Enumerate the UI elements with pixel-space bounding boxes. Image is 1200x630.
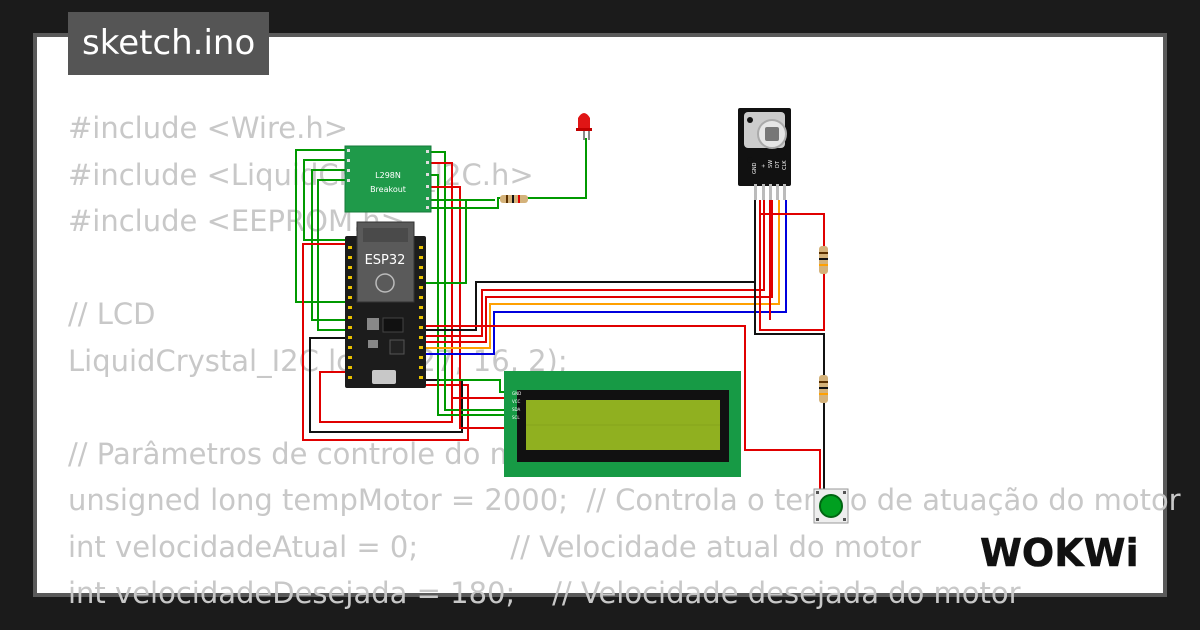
code-line: unsigned long tempMotor = 2000; // Contr… (68, 483, 1181, 517)
code-line: // LCD (68, 297, 156, 331)
rotary-encoder: GND + SW DT CLK (738, 108, 791, 200)
code-background: #include <Wire.h>#include <LiquidCrystal… (68, 105, 1181, 617)
code-line: int velocidadeAtual = 0; // Velocidade a… (68, 529, 921, 564)
preview-panel: #include <Wire.h>#include <LiquidCrystal… (37, 37, 1181, 610)
driver-label-line1: L298N (375, 171, 401, 180)
code-line: int velocidadeDesejada = 180; // Velocid… (68, 576, 1021, 610)
wokwi-logo: WOKWi (980, 531, 1139, 576)
wokwi-logo-text: WOKWi (980, 531, 1139, 575)
resistor (500, 195, 528, 203)
encoder-pin-gnd: GND (752, 162, 758, 174)
sketch-filename-tab: sketch.ino (68, 12, 270, 75)
esp32-board: ESP32 (345, 221, 426, 388)
usb-port (372, 370, 396, 384)
encoder-pin-clk: CLK (782, 160, 788, 170)
lcd-pin-sda: SDA (512, 407, 521, 412)
wires (295, 138, 825, 500)
encoder-pin-vcc: + (761, 164, 767, 168)
code-line: #include <Wire.h> (68, 111, 349, 145)
encoder-pin-dt: DT (775, 160, 781, 168)
l298n-driver: L298N Breakout (344, 145, 432, 213)
lcd-display: GND VCC SDA SCL (504, 371, 741, 477)
driver-label-line2: Breakout (370, 185, 406, 194)
lcd-pin-scl: SCL (512, 415, 520, 420)
resistor (819, 246, 828, 274)
led (576, 113, 592, 140)
esp32-label: ESP32 (365, 253, 406, 268)
resistor (819, 375, 828, 403)
lcd-pin-vcc: VCC (512, 399, 521, 404)
pushbutton (813, 488, 849, 524)
lcd-pin-gnd: GND (512, 391, 521, 396)
encoder-pin-sw: SW (768, 160, 774, 168)
espressif-logo-icon (375, 273, 395, 293)
